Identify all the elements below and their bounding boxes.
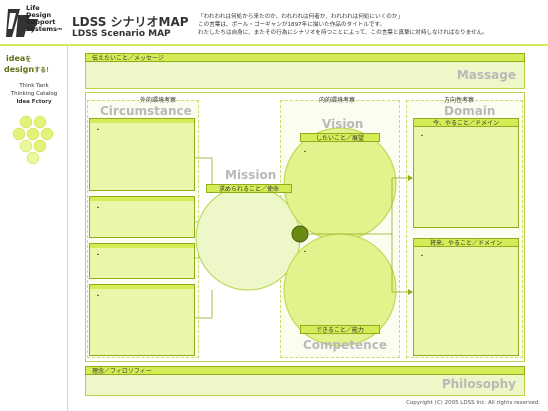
philosophy-panel: 理念／フィロソフィー Philosophy: [85, 366, 525, 396]
quote-line2: この言葉は、ポール・ゴーギャンが1897年に描いた作品のタイトルです。: [198, 22, 386, 28]
vision-title: Vision: [322, 117, 364, 131]
domain-now-bullet: ・: [419, 133, 426, 140]
circumstance-box-2: ・: [89, 196, 195, 238]
circumstance-bullet-2: ・: [95, 205, 102, 212]
logo-line1: Life: [26, 4, 40, 12]
section-internal: 内的環境考察: [319, 97, 356, 104]
message-title: Massage: [456, 68, 516, 82]
sidebar-tag-design-suffix: する！: [34, 67, 53, 74]
page-title: LDSS シナリオMAP: [72, 15, 189, 29]
logo-line4: Systems: [26, 25, 57, 33]
vision-bullet: ・: [302, 149, 309, 156]
domain-future-bullet: ・: [419, 253, 426, 260]
arrow-to-domain-future-icon: [408, 289, 413, 295]
quote-line1: 「われわれは何処から来たのか、われわれは何者か、われわれは何処にいくのか」: [198, 14, 404, 20]
arrow-to-domain-now-icon: [408, 175, 413, 181]
message-label: 伝えたいこと／メッセージ: [85, 53, 525, 62]
section-direction: 方向性考察: [444, 97, 475, 104]
domain-title: Domain: [444, 104, 496, 118]
competence-label: できること／能力: [300, 325, 380, 334]
sidebar-tag-idea-suffix: を: [25, 56, 32, 63]
page-subtitle: LDSS Scenario MAP: [72, 29, 171, 39]
sidebar-item-think-tank[interactable]: Think Tank: [19, 83, 49, 89]
quote: 「われわれは何処から来たのか、われわれは何者か、われわれは何処にいくのか」 この…: [198, 13, 544, 37]
competence-bullet: ・: [302, 249, 309, 256]
circumstance-bullet-1: ・: [95, 127, 102, 134]
core-dot: [291, 225, 309, 243]
circumstance-box-4: ・: [89, 284, 195, 356]
domain-now-label: 今、やること／ドメイン: [413, 118, 519, 127]
hexagon-cluster-icon: [12, 115, 54, 165]
logo-mark-icon: [6, 9, 38, 37]
sidebar-tag-idea: idea: [6, 54, 26, 63]
mission-label: 求められること／使命: [206, 184, 292, 193]
circumstance-title: Circumstance: [100, 104, 192, 118]
logo: Life Design Support SystemsTM: [4, 3, 64, 43]
logo-line3: Support: [26, 18, 56, 26]
circumstance-bullet-4: ・: [95, 293, 102, 300]
mission-circle: [195, 185, 301, 291]
sidebar-item-thinking-catalog[interactable]: Thinking Catalog: [10, 91, 58, 97]
copyright: Copyright (C) 2005 LDSS Inc. All rights …: [406, 400, 540, 406]
circumstance-box-3: ・: [89, 243, 195, 279]
competence-title: Competence: [303, 338, 387, 352]
logo-tm: TM: [56, 27, 62, 31]
domain-future-label: 将来、やること／ドメイン: [413, 238, 519, 247]
circumstance-box-1: ・: [89, 118, 195, 191]
sidebar-item-idea-fctory[interactable]: Idea Fctory: [16, 99, 52, 105]
circumstance-bullet-3: ・: [95, 252, 102, 259]
philosophy-title: Philosophy: [441, 377, 516, 391]
mission-title: Mission: [225, 168, 277, 182]
domain-future-box: 将来、やること／ドメイン ・: [413, 238, 519, 356]
logo-line2: Design: [26, 11, 52, 19]
sidebar: ideaを designする！ Think Tank Thinking Cata…: [0, 46, 68, 411]
connector-line: [195, 157, 213, 190]
section-external: 外的環境考察: [140, 97, 177, 104]
message-panel: 伝えたいこと／メッセージ Massage: [85, 53, 525, 89]
quote-line3: わたしたちは自身に、またその行為にシナリオを持つことによって、この言葉と真摯に対…: [198, 30, 488, 36]
philosophy-label: 理念／フィロソフィー: [85, 366, 525, 375]
header-divider: [0, 44, 548, 46]
domain-now-box: 今、やること／ドメイン ・: [413, 118, 519, 228]
sidebar-tag-design: design: [4, 65, 35, 74]
vision-circle: [283, 127, 397, 241]
vision-label: したいこと／展望: [300, 133, 380, 142]
